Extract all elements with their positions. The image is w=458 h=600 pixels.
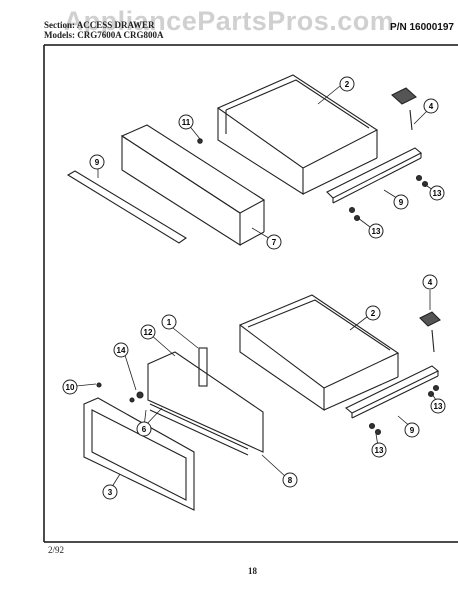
svg-text:3: 3 [108, 488, 113, 497]
callout-14: 14 [113, 342, 129, 358]
section-title: Section: ACCESS DRAWER [44, 20, 155, 30]
callout-4-top: 4 [423, 98, 439, 114]
callout-13-top-left: 13 [368, 223, 384, 239]
svg-text:10: 10 [66, 383, 75, 392]
svg-text:4: 4 [428, 278, 433, 287]
callout-1: 1 [161, 314, 177, 330]
svg-text:11: 11 [182, 118, 191, 127]
screws-bottom [96, 382, 440, 436]
callout-3: 3 [102, 484, 118, 500]
callout-7: 7 [266, 234, 282, 250]
screws-top [197, 138, 429, 222]
models-line: Models: CRG7600A CRG800A [44, 30, 164, 40]
drawer-box-bottom [238, 294, 400, 412]
callout-9-trim: 9 [89, 154, 105, 170]
svg-text:9: 9 [399, 198, 404, 207]
callout-9-bottom: 9 [404, 422, 420, 438]
footer-date: 2/92 [48, 545, 65, 555]
callout-13-top-right: 13 [429, 185, 445, 201]
callout-12: 12 [140, 324, 156, 340]
part-number: P/N 16000197 [390, 22, 454, 33]
clip-bottom [419, 311, 441, 353]
bracket-bottom [198, 347, 208, 387]
callout-13-bottom-right: 13 [430, 398, 446, 414]
svg-text:9: 9 [95, 158, 100, 167]
page-header: Section: ACCESS DRAWER Models: CRG7600A … [44, 20, 164, 40]
svg-text:6: 6 [142, 425, 147, 434]
front-frame-bottom [83, 397, 195, 511]
drawer-box-top [216, 74, 379, 196]
callout-6: 6 [136, 421, 152, 437]
callout-11: 11 [178, 114, 194, 130]
callout-2-top: 2 [339, 76, 355, 92]
svg-text:2: 2 [371, 309, 376, 318]
svg-text:9: 9 [410, 426, 415, 435]
svg-text:13: 13 [433, 189, 442, 198]
svg-text:8: 8 [288, 476, 293, 485]
callouts: 2 11 9 7 4 9 13 13 2 4 9 13 13 1 12 14 1… [62, 76, 446, 500]
svg-text:7: 7 [272, 238, 277, 247]
callout-10: 10 [62, 379, 78, 395]
drawer-front-top [120, 124, 266, 247]
svg-text:13: 13 [375, 446, 384, 455]
callout-9-top: 9 [393, 194, 409, 210]
svg-text:14: 14 [117, 346, 126, 355]
svg-text:2: 2 [345, 80, 350, 89]
inner-panel-bottom [147, 351, 264, 456]
svg-text:4: 4 [429, 102, 434, 111]
clip-top [391, 87, 417, 131]
callout-2-bottom: 2 [365, 305, 381, 321]
svg-text:1: 1 [167, 318, 172, 327]
svg-text:12: 12 [144, 328, 153, 337]
slide-rail-top [326, 147, 422, 204]
callout-13-bottom-left: 13 [371, 442, 387, 458]
slide-rail-bottom [344, 365, 440, 419]
svg-text:13: 13 [434, 402, 443, 411]
callout-4-bottom: 4 [422, 274, 438, 290]
trim-strip-top [66, 170, 188, 244]
callout-8: 8 [282, 472, 298, 488]
watermark: AppliancePartsPros.com [63, 6, 395, 36]
page-number: 18 [248, 566, 257, 576]
svg-text:13: 13 [372, 227, 381, 236]
